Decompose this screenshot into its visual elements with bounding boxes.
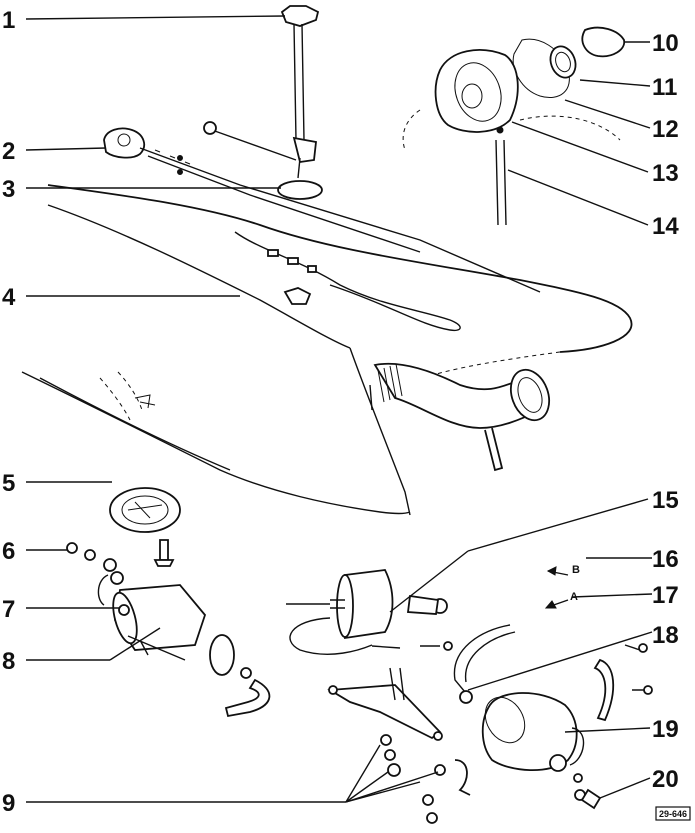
callout-9: 9 (2, 790, 15, 817)
callout-8: 8 (2, 648, 15, 675)
callout-15: 15 (652, 487, 679, 514)
fuel-tank (21, 184, 633, 516)
cap (581, 26, 625, 58)
callout-16: 16 (652, 546, 679, 573)
callout-3: 3 (2, 176, 15, 203)
callout-10: 10 (652, 30, 679, 57)
callout-4: 4 (2, 284, 16, 311)
callout-2: 2 (2, 138, 15, 165)
sender-gasket (277, 180, 323, 200)
fuel-gauge-sender (203, 5, 320, 179)
fuel-pump (66, 542, 207, 661)
line-clips (267, 249, 317, 273)
callout-labels: 1 2 3 4 5 6 7 8 9 10 11 12 13 14 15 16 1… (2, 7, 679, 817)
pump-relay-assembly (286, 569, 453, 655)
filler-neck (373, 362, 551, 472)
breather-line (234, 231, 461, 332)
tank-plate (283, 287, 312, 305)
ring (549, 45, 577, 79)
filler-cap-assembly (402, 26, 625, 151)
mounting-bracket (327, 667, 471, 824)
callout-11: 11 (652, 74, 677, 101)
callout-12: 12 (652, 116, 679, 143)
callout-7: 7 (2, 596, 15, 623)
filler-housing (434, 49, 519, 133)
view-label-b: B (572, 564, 580, 576)
figure-ref-label: 29-646 (659, 809, 687, 819)
callout-19: 19 (652, 716, 679, 743)
figure-reference: 29-646 (655, 806, 691, 821)
filler-flange (109, 487, 181, 567)
leader-lines (25, 15, 653, 803)
callout-6: 6 (2, 538, 15, 565)
drain-hose (495, 139, 507, 226)
callout-14: 14 (652, 213, 679, 240)
callout-5: 5 (2, 470, 15, 497)
callout-13: 13 (652, 160, 679, 187)
callout-17: 17 (652, 582, 679, 609)
callout-20: 20 (652, 766, 679, 793)
filter-hoses (453, 624, 653, 810)
pump-hose (209, 634, 271, 718)
callout-18: 18 (652, 622, 679, 649)
view-label-a: A (570, 591, 578, 603)
callout-1: 1 (2, 7, 15, 34)
view-arrows (544, 566, 569, 609)
vent-valve (103, 127, 541, 293)
filter-canister (481, 692, 585, 772)
